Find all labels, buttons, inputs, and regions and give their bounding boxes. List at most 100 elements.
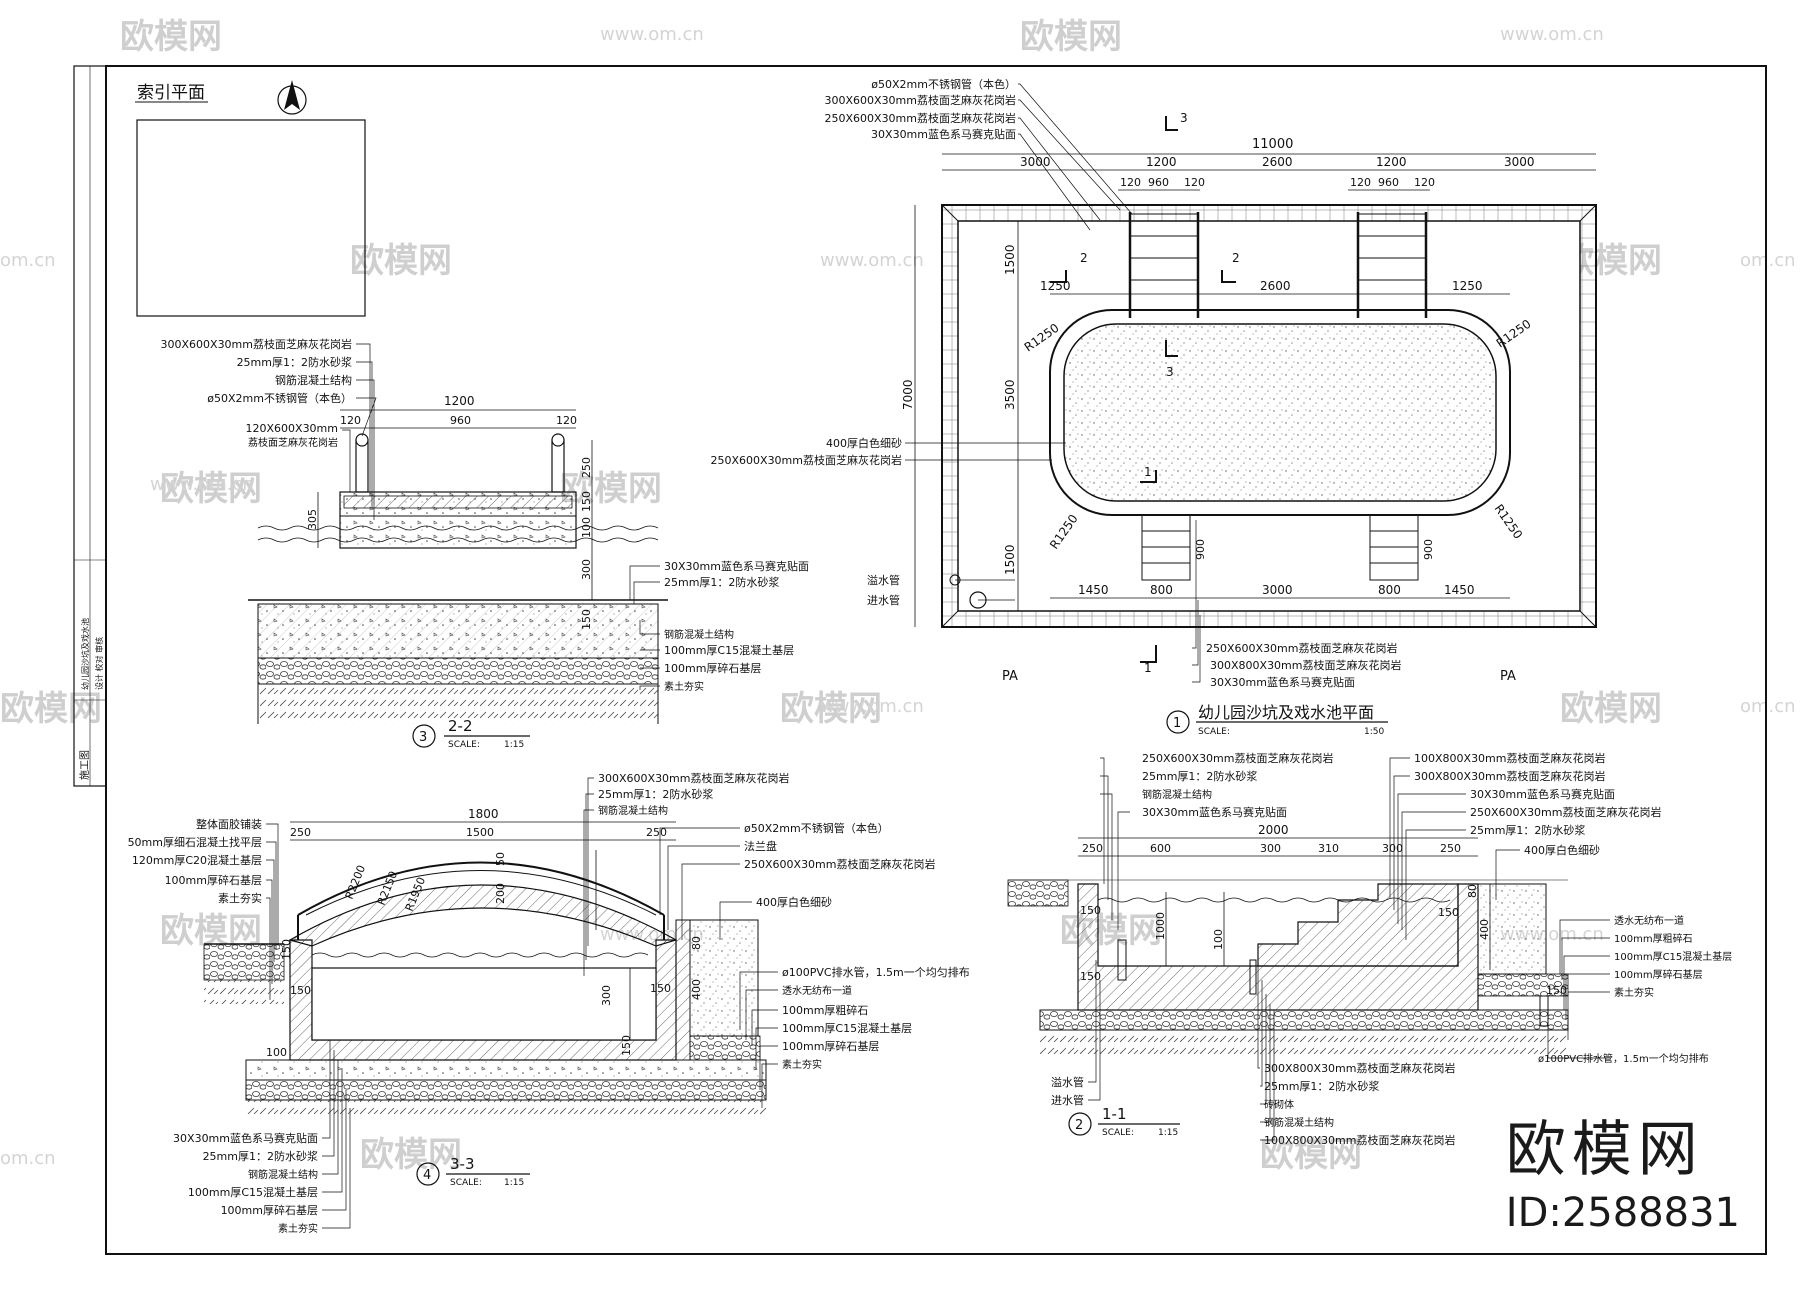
plan-step-dim-1: 900 [1194, 539, 1207, 560]
plan-callout-top-4: 30X30mm蓝色系马赛克贴面 [871, 127, 1016, 141]
plan-sec-mark-3: 3 [1180, 111, 1188, 125]
s33-dim-4: 250 [646, 826, 667, 839]
s22-callout-2: 25mm厚1：2防水砂浆 [237, 355, 352, 369]
watermark-url: www.om.cn [150, 474, 254, 495]
s11-callout-tr5: 25mm厚1：2防水砂浆 [1470, 823, 1585, 837]
plan-dim-top-4: 1200 [1376, 155, 1407, 169]
s33-callout-b4: 100mm厚C15混凝土基层 [188, 1185, 318, 1199]
s33-callout-t7: 400厚白色细砂 [756, 895, 832, 909]
s33-callout-t3: 钢筋混凝土结构 [598, 804, 668, 817]
section-3-3: 1800 250 1500 250 R2200 R2150 R1950 200 … [128, 771, 970, 1235]
plan-dim-top-5: 3000 [1504, 155, 1535, 169]
plan-dim-inner-3: 1250 [1452, 279, 1483, 293]
plan-callout-top-1: ø50X2mm不锈钢管（本色） [871, 77, 1016, 91]
s11-dim-2: 250 [1082, 842, 1103, 855]
plan-pa-1: PA [1002, 669, 1018, 684]
plan-pa-2: PA [1500, 669, 1516, 684]
watermark-logo: 欧模网 [160, 469, 262, 509]
watermark-logo: 欧模网 [560, 469, 662, 509]
watermark-logo: 欧模网 [1560, 689, 1662, 729]
s11-scale: 1:15 [1158, 1128, 1178, 1138]
s33-callout-r6: 素土夯实 [782, 1058, 822, 1071]
s33-dim-11: 150 [620, 1035, 633, 1056]
plan-dim-left-total: 7000 [901, 379, 915, 410]
plan-step-dim-2: 900 [1422, 539, 1435, 560]
plan-scale-label: SCALE: [1198, 727, 1230, 737]
s11-callout-b1: 300X800X30mm荔枝面芝麻灰花岗岩 [1264, 1061, 1456, 1075]
plan-callout-bottom-1: 250X600X30mm荔枝面芝麻灰花岗岩 [1206, 641, 1398, 655]
s22-callout-1: 300X600X30mm荔枝面芝麻灰花岗岩 [161, 337, 353, 351]
s22-title: 2-2 [448, 717, 473, 735]
plan-dim-top-1: 3000 [1020, 155, 1051, 169]
s11-dim-1: 2000 [1258, 823, 1289, 837]
s22-stone-label-1: 120X600X30mm [246, 422, 339, 435]
s22-callout-3: 钢筋混凝土结构 [275, 373, 352, 387]
plan-sec-mark-5: 1 [1144, 465, 1152, 479]
s33-callout-t5: 法兰盘 [744, 839, 777, 853]
s33-callout-t6: 250X600X30mm荔枝面芝麻灰花岗岩 [744, 857, 936, 871]
s33-dim-8: 200 [494, 883, 507, 904]
s11-dim-14: 150 [1546, 984, 1567, 997]
watermark-url-short: om.cn [0, 1148, 56, 1169]
s33-dim-1: 1800 [468, 807, 499, 821]
s11-dim-15: 80 [1466, 884, 1479, 898]
s33-callout-t1: 300X600X30mm荔枝面芝麻灰花岗岩 [598, 771, 790, 785]
title-block-text-2: 幼儿园沙坑及戏水池 [80, 618, 90, 690]
s33-callout-t4: ø50X2mm不锈钢管（本色） [744, 821, 889, 835]
s33-title: 3-3 [450, 1155, 475, 1173]
watermark-url: www.om.cn [600, 24, 704, 45]
watermark-logo: 欧模网 [1020, 17, 1122, 57]
plan-dim-bottom-2: 800 [1150, 583, 1173, 597]
s33-callout-l4: 100mm厚碎石基层 [165, 873, 262, 887]
s11-title: 1-1 [1102, 1105, 1127, 1123]
s11-callout-tr2: 300X800X30mm荔枝面芝麻灰花岗岩 [1414, 769, 1606, 783]
s11-callout-b2: 25mm厚1：2防水砂浆 [1264, 1079, 1379, 1093]
plan-callout-top-3: 250X600X30mm荔枝面芝麻灰花岗岩 [825, 111, 1017, 125]
s22-scale-label: SCALE: [448, 740, 480, 750]
s22-callout-r3: 钢筋混凝土结构 [664, 628, 734, 641]
s11-callout-b5: 100X800X30mm荔枝面芝麻灰花岗岩 [1264, 1133, 1456, 1147]
s33-dim-10: 300 [600, 985, 613, 1006]
plan-sec-mark-6: 1 [1144, 661, 1152, 675]
s33-callout-r4: 100mm厚C15混凝土基层 [782, 1021, 912, 1035]
s11-dim-12: 100 [1212, 929, 1225, 950]
s22-stone-label-2: 荔枝面芝麻灰花岗岩 [248, 436, 338, 449]
corner-logo: 欧模网 [1505, 1115, 1704, 1185]
s33-callout-r3: 100mm厚粗碎石 [782, 1003, 868, 1017]
s33-callout-l1: 整体面胶铺装 [196, 817, 262, 831]
s33-scale-label: SCALE: [450, 1178, 482, 1188]
plan-pipe-inlet: 进水管 [867, 593, 900, 607]
s22-scale: 1:15 [504, 740, 524, 750]
plan-sec-mark-1: 2 [1080, 251, 1088, 265]
plan-dim-bottom-3: 3000 [1262, 583, 1293, 597]
s33-label-num: 4 [423, 1168, 431, 1183]
watermark-url: www.om.cn [820, 250, 924, 271]
plan-dim-sub-4: 120 [1350, 176, 1371, 189]
s22-dim-9: 300 [580, 559, 593, 580]
plan-dim-inner-2: 2600 [1260, 279, 1291, 293]
s22-callout-r5: 100mm厚碎石基层 [664, 661, 761, 675]
watermark-logo: 欧模网 [350, 241, 452, 281]
plan-callout-bottom-3: 30X30mm蓝色系马赛克贴面 [1210, 675, 1355, 689]
s11-dim-5: 310 [1318, 842, 1339, 855]
s22-dim-1: 1200 [444, 394, 475, 408]
s22-dim-2: 120 [340, 414, 361, 427]
s33-callout-r1: ø100PVC排水管，1.5m一个均匀排布 [782, 965, 970, 979]
watermark-logo: 欧模网 [0, 689, 102, 729]
s33-dim-5: R2200 [343, 863, 368, 901]
s22-callout-4: ø50X2mm不锈钢管（本色） [207, 391, 352, 405]
s33-callout-b3: 钢筋混凝土结构 [248, 1168, 318, 1181]
s11-dim-11: 1000 [1154, 912, 1167, 940]
s11-callout-tl3: 钢筋混凝土结构 [1142, 788, 1212, 801]
s22-callout-r1: 30X30mm蓝色系马赛克贴面 [664, 559, 809, 573]
s11-callout-r4: 100mm厚碎石基层 [1614, 968, 1703, 981]
s33-callout-l3: 120mm厚C20混凝土基层 [132, 853, 262, 867]
s11-pipe-overflow: 溢水管 [1051, 1075, 1084, 1089]
s33-dim-9: 50 [494, 852, 507, 866]
corner-id: ID:2588831 [1505, 1190, 1740, 1236]
s22-callout-r4: 100mm厚C15混凝土基层 [664, 643, 794, 657]
s11-dim-3: 600 [1150, 842, 1171, 855]
plan-callout-left-1: 400厚白色细砂 [826, 436, 902, 450]
plan-dim-sub-5: 960 [1378, 176, 1399, 189]
